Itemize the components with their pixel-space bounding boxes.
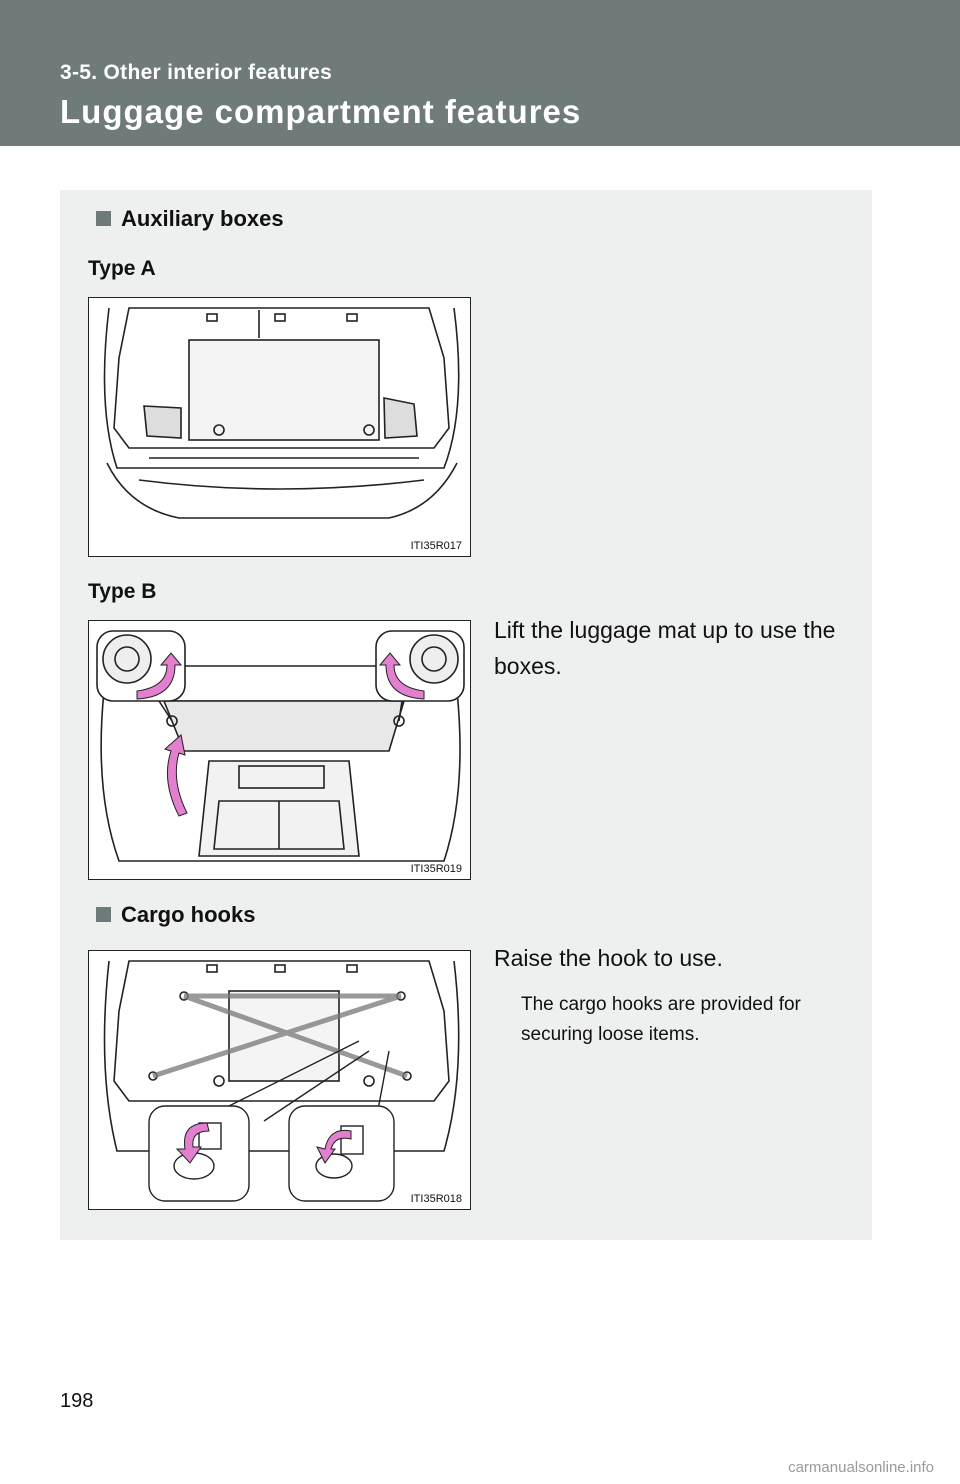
auxiliary-boxes-heading: Auxiliary boxes	[96, 206, 284, 232]
cargo-hooks-heading: Cargo hooks	[96, 902, 255, 928]
type-a-label: Type A	[88, 257, 156, 280]
figure-code: ITI35R018	[408, 1193, 464, 1205]
watermark: carmanualsonline.info	[788, 1459, 934, 1476]
cargo-hooks-figure: ITI35R018	[88, 950, 471, 1210]
type-b-illustration	[96, 630, 465, 862]
figure-code: ITI35R017	[408, 540, 464, 552]
section-header: 3-5. Other interior features Luggage com…	[0, 0, 960, 146]
cargo-hooks-heading-text: Cargo hooks	[121, 902, 256, 927]
section-subtitle: 3-5. Other interior features	[60, 61, 333, 84]
square-bullet-icon	[96, 907, 111, 922]
cargo-hooks-note: The cargo hooks are provided for securin…	[521, 994, 801, 1045]
page-number: 198	[60, 1390, 94, 1412]
type-a-figure: ITI35R017	[88, 297, 471, 557]
cargo-hooks-illustration	[103, 960, 460, 1202]
type-a-illustration	[103, 307, 460, 519]
square-bullet-icon	[96, 211, 111, 226]
figure-code: ITI35R019	[408, 863, 464, 875]
cargo-hooks-instruction: Raise the hook to use.	[494, 945, 723, 971]
page-title: Luggage compartment features	[60, 93, 582, 130]
type-b-label: Type B	[88, 580, 157, 603]
auxiliary-boxes-heading-text: Auxiliary boxes	[121, 206, 284, 231]
type-b-figure: ITI35R019	[88, 620, 471, 880]
type-b-instruction: Lift the luggage mat up to use the boxes…	[494, 617, 836, 679]
